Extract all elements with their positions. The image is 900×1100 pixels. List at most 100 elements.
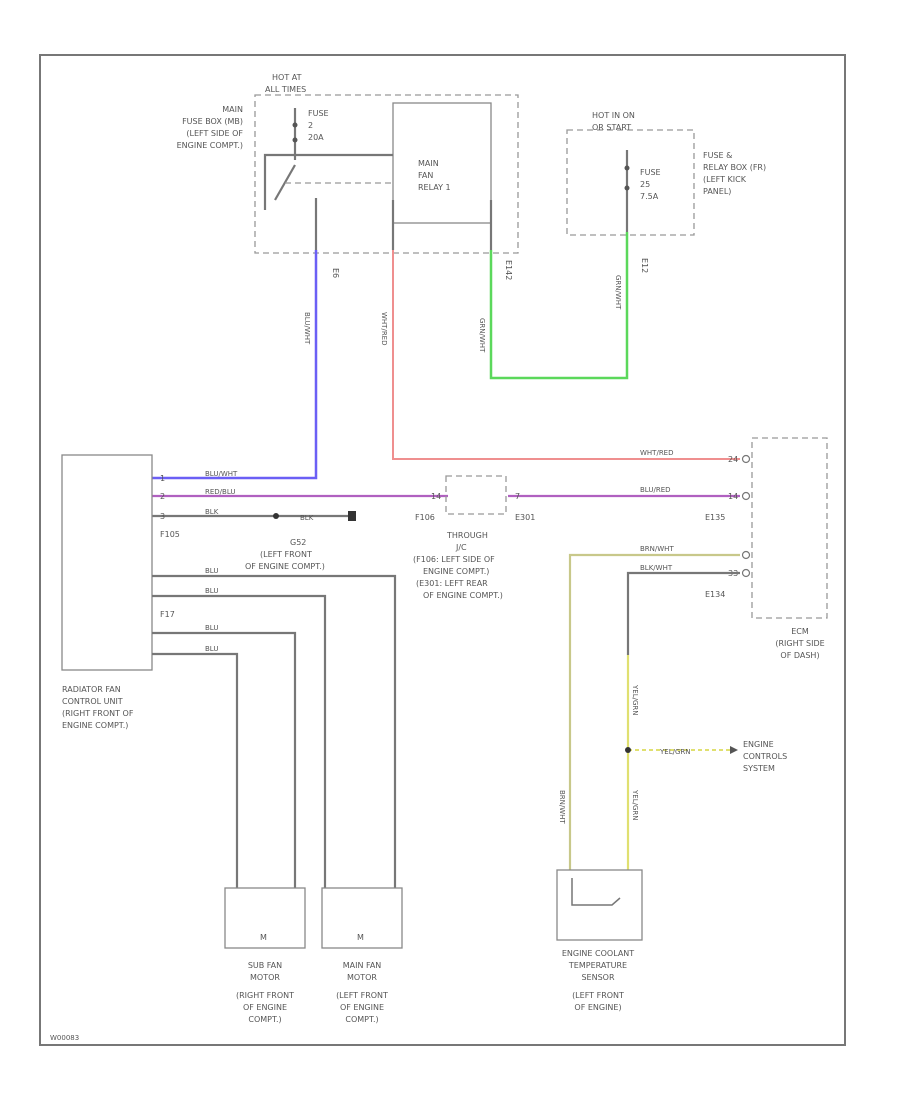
f17-label: F17 <box>160 610 175 619</box>
hot-at-all-times-1: HOT AT <box>272 73 302 82</box>
wire-blu-4-sub-fan <box>152 652 239 895</box>
e134-label: E134 <box>705 590 725 599</box>
main-fan-relay-label-2: FAN <box>418 171 433 180</box>
engine-controls-label-2: CONTROLS <box>743 752 787 761</box>
pin-7-right: 7 <box>515 492 520 501</box>
main-fan-motor-box <box>321 887 403 949</box>
fuse-relay-box-outline <box>566 129 695 236</box>
main-fan-relay-label-3: RELAY 1 <box>418 183 451 192</box>
main-fuse-box-outline <box>254 94 519 254</box>
wire-brn-wht-sensor <box>568 553 740 875</box>
through-jc-label-6: OF ENGINE COMPT.) <box>423 591 503 600</box>
diagram-frame <box>39 54 846 1046</box>
ecm-pin-14 <box>741 491 751 501</box>
main-fuse-box-label-1: MAIN <box>222 105 243 114</box>
wire-blu-3-sub-fan <box>152 631 297 895</box>
engine-controls-label-3: SYSTEM <box>743 764 775 773</box>
rfcu-label-2: CONTROL UNIT <box>62 697 123 706</box>
rfcu-label-3: (RIGHT FRONT OF <box>62 709 134 718</box>
through-jc-outline <box>445 475 507 515</box>
fuse-relay-box-label-1: FUSE & <box>703 151 732 160</box>
wire-label-wht-red-vertical: WHT/RED <box>380 312 388 346</box>
radiator-fan-control-unit <box>61 454 153 671</box>
ecm-label-2: (RIGHT SIDE <box>775 639 824 648</box>
g52-label-3: OF ENGINE COMPT.) <box>245 562 325 571</box>
ect-label-2: TEMPERATURE <box>568 961 627 970</box>
main-fan-relay-label-1: MAIN <box>418 159 439 168</box>
main-fan-motor-label-4: OF ENGINE <box>340 1003 384 1012</box>
main-fuse-box-label-3: (LEFT SIDE OF <box>186 129 243 138</box>
through-jc-label-4: ENGINE COMPT.) <box>423 567 489 576</box>
main-fan-relay-1-box <box>392 102 492 224</box>
wire-label-blu-4: BLU <box>205 645 218 653</box>
g52-label-1: G52 <box>290 538 306 547</box>
fuse-25-terminal-top <box>624 165 630 171</box>
connector-e6: E6 <box>331 268 340 278</box>
ecm-pin-34 <box>741 550 751 560</box>
fuse-25-label-2: 25 <box>640 180 650 189</box>
sub-fan-motor-label-2: MOTOR <box>250 973 280 982</box>
main-fan-motor-symbol: M <box>357 933 364 942</box>
wire-label-blk-wht: BLK/WHT <box>640 564 673 572</box>
wire-blu-2-main-fan <box>152 594 327 895</box>
fuse-relay-box-label-3: (LEFT KICK <box>703 175 747 184</box>
main-fan-motor-label-5: COMPT.) <box>345 1015 378 1024</box>
wire-label-blu-3: BLU <box>205 624 218 632</box>
main-fan-motor-label-1: MAIN FAN <box>343 961 382 970</box>
wire-label-yel-grn-upper: YEL/GRN <box>631 684 639 715</box>
engine-controls-arrow <box>730 746 738 754</box>
pin-1-rfcu-bluwht: 1 <box>160 474 165 483</box>
sub-fan-motor-box <box>224 887 306 949</box>
e301-label: E301 <box>515 513 535 522</box>
fuse-relay-box-label-2: RELAY BOX (FR) <box>703 163 766 172</box>
wire-label-blu-red: BLU/RED <box>640 486 671 494</box>
hot-in-on-1: HOT IN ON <box>592 111 635 120</box>
fuse-2-terminal-bottom <box>292 137 298 143</box>
wire-label-brn-wht: BRN/WHT <box>640 545 674 553</box>
sub-fan-motor-symbol: M <box>260 933 267 942</box>
main-fuse-box-label-2: FUSE BOX (MB) <box>182 117 243 126</box>
wire-label-grn-wht-left: GRN/WHT <box>478 318 486 353</box>
rfcu-label-4: ENGINE COMPT.) <box>62 721 128 730</box>
pin-24-label: 24 <box>728 455 738 464</box>
main-fuse-box-label-4: ENGINE COMPT.) <box>177 141 243 150</box>
ecm-outline <box>751 437 828 619</box>
sensor-splice-dot <box>625 747 631 753</box>
wire-label-blu-wht-horiz: BLU/WHT <box>205 470 238 478</box>
wire-label-yel-grn-lower: YEL/GRN <box>631 789 639 820</box>
ecm-pin-24 <box>741 454 751 464</box>
ecm-label-1: ECM <box>791 627 809 636</box>
pin-14-ecm-label: 14 <box>728 492 738 501</box>
rfcu-label-1: RADIATOR FAN <box>62 685 121 694</box>
through-jc-label-5: (E301: LEFT REAR <box>416 579 488 588</box>
through-jc-label-2: J/C <box>455 543 467 552</box>
hot-in-on-2: OR START <box>592 123 631 132</box>
pin-14-left: 14 <box>431 492 441 501</box>
ecm-label-3: OF DASH) <box>780 651 819 660</box>
connector-e12: E12 <box>640 258 649 273</box>
ect-label-4: (LEFT FRONT <box>572 991 624 1000</box>
f105-label: F105 <box>160 530 180 539</box>
fuse-25-terminal-bottom <box>624 185 630 191</box>
sub-fan-motor-label-4: OF ENGINE <box>243 1003 287 1012</box>
fuse-2-terminal-top <box>292 122 298 128</box>
ecm-pin-33 <box>741 568 751 578</box>
wire-label-brn-wht-vertical: BRN/WHT <box>558 790 566 824</box>
main-fan-motor-label-2: MOTOR <box>347 973 377 982</box>
g52-label-2: (LEFT FRONT <box>260 550 312 559</box>
fuse-relay-box-label-4: PANEL) <box>703 187 731 196</box>
f106-label: F106 <box>415 513 435 522</box>
relay-switch-contact <box>263 153 393 210</box>
fuse-2-label-3: 20A <box>308 133 324 142</box>
connector-e42: E142 <box>504 260 513 280</box>
wire-label-yel-grn-branch: YEL/GRN <box>659 748 690 756</box>
ect-label-1: ENGINE COOLANT <box>562 949 634 958</box>
wire-blu-wht <box>150 250 318 480</box>
fuse-2-label-2: 2 <box>308 121 313 130</box>
wire-label-blu-2: BLU <box>205 587 218 595</box>
fuse-2-label-1: FUSE <box>308 109 329 118</box>
footer-code: W00083 <box>50 1034 79 1042</box>
g52-ground-symbol <box>348 511 356 521</box>
hot-at-all-times-2: ALL TIMES <box>265 85 306 94</box>
